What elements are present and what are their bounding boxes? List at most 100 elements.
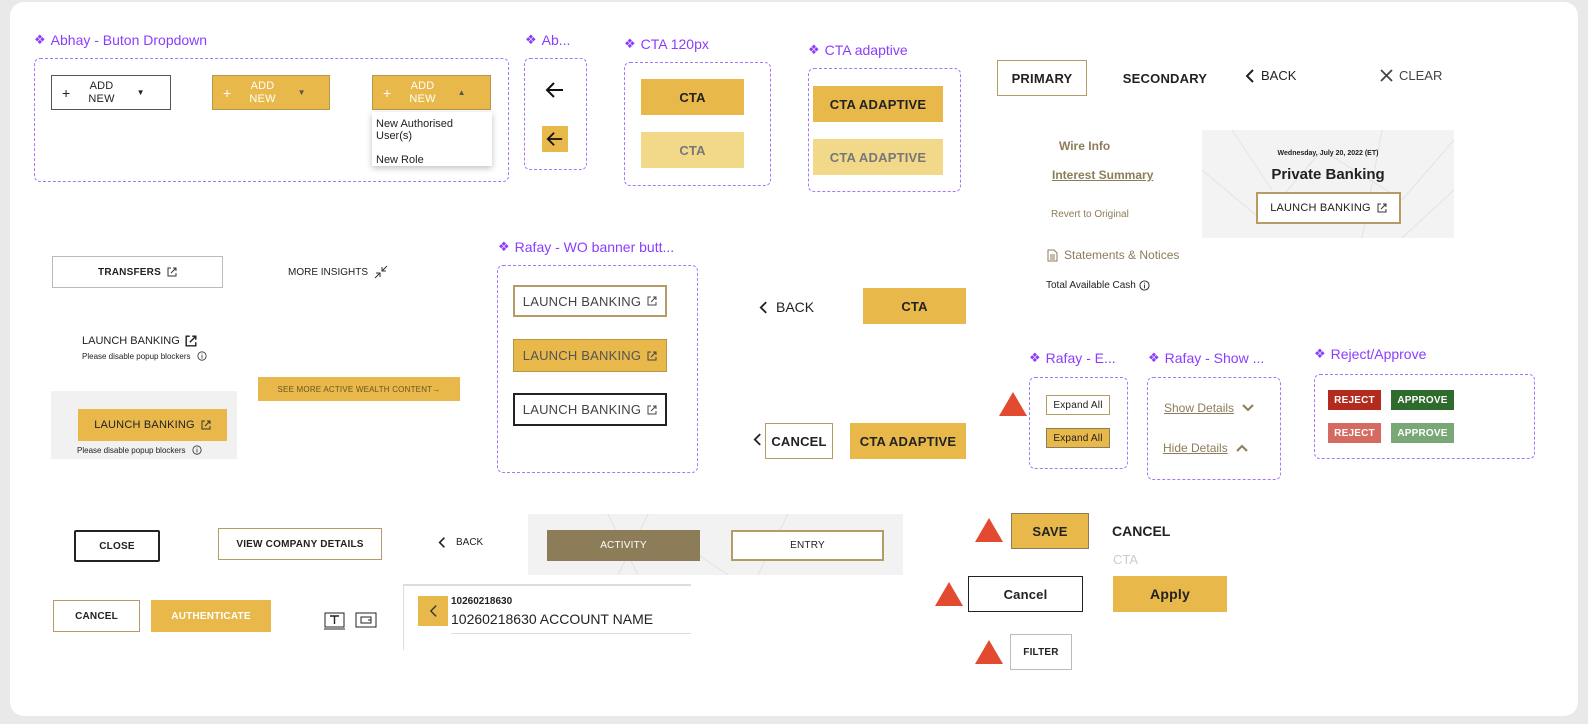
arrow-left-icon-gold[interactable] — [542, 126, 568, 152]
private-banking-card: Wednesday, July 20, 2022 (ET) Private Ba… — [1202, 130, 1454, 238]
wire-info-link[interactable]: Wire Info — [1059, 139, 1111, 153]
component-icon: ❖ — [498, 239, 510, 254]
warning-icon — [975, 640, 1003, 664]
warning-icon — [935, 582, 963, 606]
chevron-left-icon — [759, 300, 768, 314]
cancel-button-mid[interactable]: CANCEL — [765, 423, 833, 459]
banking-title: Private Banking — [1271, 166, 1385, 183]
cancel-button-bottom[interactable]: CANCEL — [53, 600, 140, 632]
activity-entry-bar: ACTIVITY ENTRY — [528, 514, 903, 575]
entry-tab[interactable]: ENTRY — [731, 530, 884, 561]
external-link-icon — [647, 296, 657, 306]
launch-banking-panel: LAUNCH BANKING Please disable popup bloc… — [51, 391, 237, 459]
show-details-link[interactable]: Show Details — [1164, 401, 1254, 415]
plus-icon: + — [223, 84, 232, 101]
account-top-rule — [403, 584, 691, 586]
component-icon: ❖ — [34, 32, 46, 47]
popup-note-2: Please disable popup blockers — [77, 445, 202, 455]
arrow-left-icon[interactable] — [545, 80, 565, 100]
component-title-reject-approve: ❖ Reject/Approve — [1314, 346, 1427, 362]
cta120-frame — [624, 62, 771, 186]
statements-link[interactable]: Statements & Notices — [1047, 248, 1179, 262]
back-button[interactable]: BACK — [1245, 68, 1296, 83]
image-folder-icon[interactable] — [355, 612, 377, 628]
account-back-button[interactable] — [418, 596, 448, 626]
component-title-rafay-wo: ❖ Rafay - WO banner butt... — [498, 239, 675, 255]
component-title-ab: ❖ Ab... — [525, 32, 571, 48]
banking-date: Wednesday, July 20, 2022 (ET) — [1277, 150, 1379, 157]
cta-adaptive-button-disabled[interactable]: CTA ADAPTIVE — [813, 139, 943, 175]
component-icon: ❖ — [808, 42, 820, 57]
see-more-content-button[interactable]: SEE MORE ACTIVE WEALTH CONTENT→ — [258, 377, 460, 401]
component-title-rafay-expand: ❖ Rafay - E... — [1029, 350, 1116, 366]
primary-button[interactable]: PRIMARY — [997, 60, 1087, 96]
save-button[interactable]: SAVE — [1011, 513, 1089, 549]
more-insights-button[interactable]: MORE INSIGHTS — [288, 265, 388, 279]
account-name: 10260218630 ACCOUNT NAME — [451, 611, 654, 627]
component-title-rafay-show: ❖ Rafay - Show ... — [1148, 350, 1265, 366]
chevron-left-icon[interactable] — [753, 432, 762, 447]
close-icon — [1380, 69, 1393, 82]
authenticate-button[interactable]: AUTHENTICATE — [151, 600, 271, 632]
design-canvas: ❖ Abhay - Buton Dropdown + ADD NEW ▼ + A… — [10, 2, 1578, 716]
approve-button-disabled[interactable]: APPROVE — [1391, 423, 1454, 443]
component-icon: ❖ — [1314, 346, 1326, 361]
info-icon[interactable] — [1139, 280, 1150, 291]
plus-icon: + — [383, 84, 392, 101]
component-icon: ❖ — [1148, 350, 1160, 365]
interest-summary-link[interactable]: Interest Summary — [1052, 168, 1154, 182]
rafay-show-frame — [1147, 377, 1281, 480]
reject-button[interactable]: REJECT — [1328, 390, 1381, 410]
launch-banking-black[interactable]: LAUNCH BANKING — [513, 393, 667, 426]
warning-icon — [975, 518, 1003, 542]
cta-adaptive-button[interactable]: CTA ADAPTIVE — [813, 86, 943, 122]
cta-ghost-button[interactable]: CTA — [1113, 552, 1139, 567]
chevron-left-icon — [438, 536, 446, 549]
warning-icon — [999, 392, 1027, 416]
external-link-icon — [647, 405, 657, 415]
apply-button[interactable]: Apply — [1113, 576, 1227, 612]
add-new-button[interactable]: + ADD NEW ▼ — [51, 75, 171, 110]
back-button-bottom[interactable]: BACK — [438, 536, 483, 549]
close-button[interactable]: CLOSE — [74, 530, 160, 562]
launch-banking-gold[interactable]: LAUNCH BANKING — [513, 339, 667, 372]
text-icon[interactable] — [324, 612, 345, 630]
cta-adaptive-button-mid[interactable]: CTA ADAPTIVE — [850, 423, 966, 459]
launch-banking-button[interactable]: LAUNCH BANKING — [1256, 192, 1401, 224]
clear-button[interactable]: CLEAR — [1380, 68, 1442, 83]
cta-button-mid[interactable]: CTA — [863, 288, 966, 324]
component-icon: ❖ — [624, 36, 636, 51]
filter-button[interactable]: FILTER — [1010, 634, 1072, 670]
chevron-up-icon — [1235, 444, 1248, 452]
launch-banking-outline[interactable]: LAUNCH BANKING — [513, 285, 667, 317]
reject-button-disabled[interactable]: REJECT — [1328, 423, 1381, 443]
launch-banking-link[interactable]: LAUNCH BANKING — [82, 335, 197, 347]
approve-button[interactable]: APPROVE — [1391, 390, 1454, 410]
expand-all-button[interactable]: Expand All — [1046, 395, 1110, 415]
collapse-icon — [374, 265, 388, 279]
external-link-icon — [167, 267, 177, 277]
back-button-mid[interactable]: BACK — [759, 299, 814, 315]
secondary-button[interactable]: SECONDARY — [1122, 70, 1208, 86]
menu-item-new-role[interactable]: New Role — [376, 154, 424, 166]
external-link-icon — [647, 351, 657, 361]
add-new-button-gold[interactable]: + ADD NEW ▼ — [212, 75, 330, 110]
menu-item-new-user[interactable]: New Authorised User(s) — [376, 118, 454, 142]
expand-all-button-gold[interactable]: Expand All — [1046, 428, 1110, 448]
cta-button-disabled[interactable]: CTA — [641, 132, 744, 168]
cta-adaptive-frame — [808, 68, 961, 192]
cancel-button-outline[interactable]: Cancel — [968, 576, 1083, 612]
component-title-cta-adaptive: ❖ CTA adaptive — [808, 42, 908, 58]
launch-banking-button-gold[interactable]: LAUNCH BANKING — [78, 409, 227, 441]
add-new-button-open[interactable]: + ADD NEW ▲ — [372, 75, 491, 110]
cancel-text-button[interactable]: CANCEL — [1112, 523, 1171, 539]
popup-note: Please disable popup blockers — [82, 351, 207, 361]
cta-button[interactable]: CTA — [641, 79, 744, 115]
transfers-button[interactable]: TRANSFERS — [52, 256, 223, 288]
hide-details-link[interactable]: Hide Details — [1163, 441, 1248, 455]
activity-tab[interactable]: ACTIVITY — [547, 530, 700, 561]
rafay-wo-frame — [497, 265, 698, 473]
revert-link[interactable]: Revert to Original — [1051, 209, 1129, 220]
component-title-abhay: ❖ Abhay - Buton Dropdown — [34, 32, 208, 48]
view-company-details-button[interactable]: VIEW COMPANY DETAILS — [218, 528, 382, 560]
